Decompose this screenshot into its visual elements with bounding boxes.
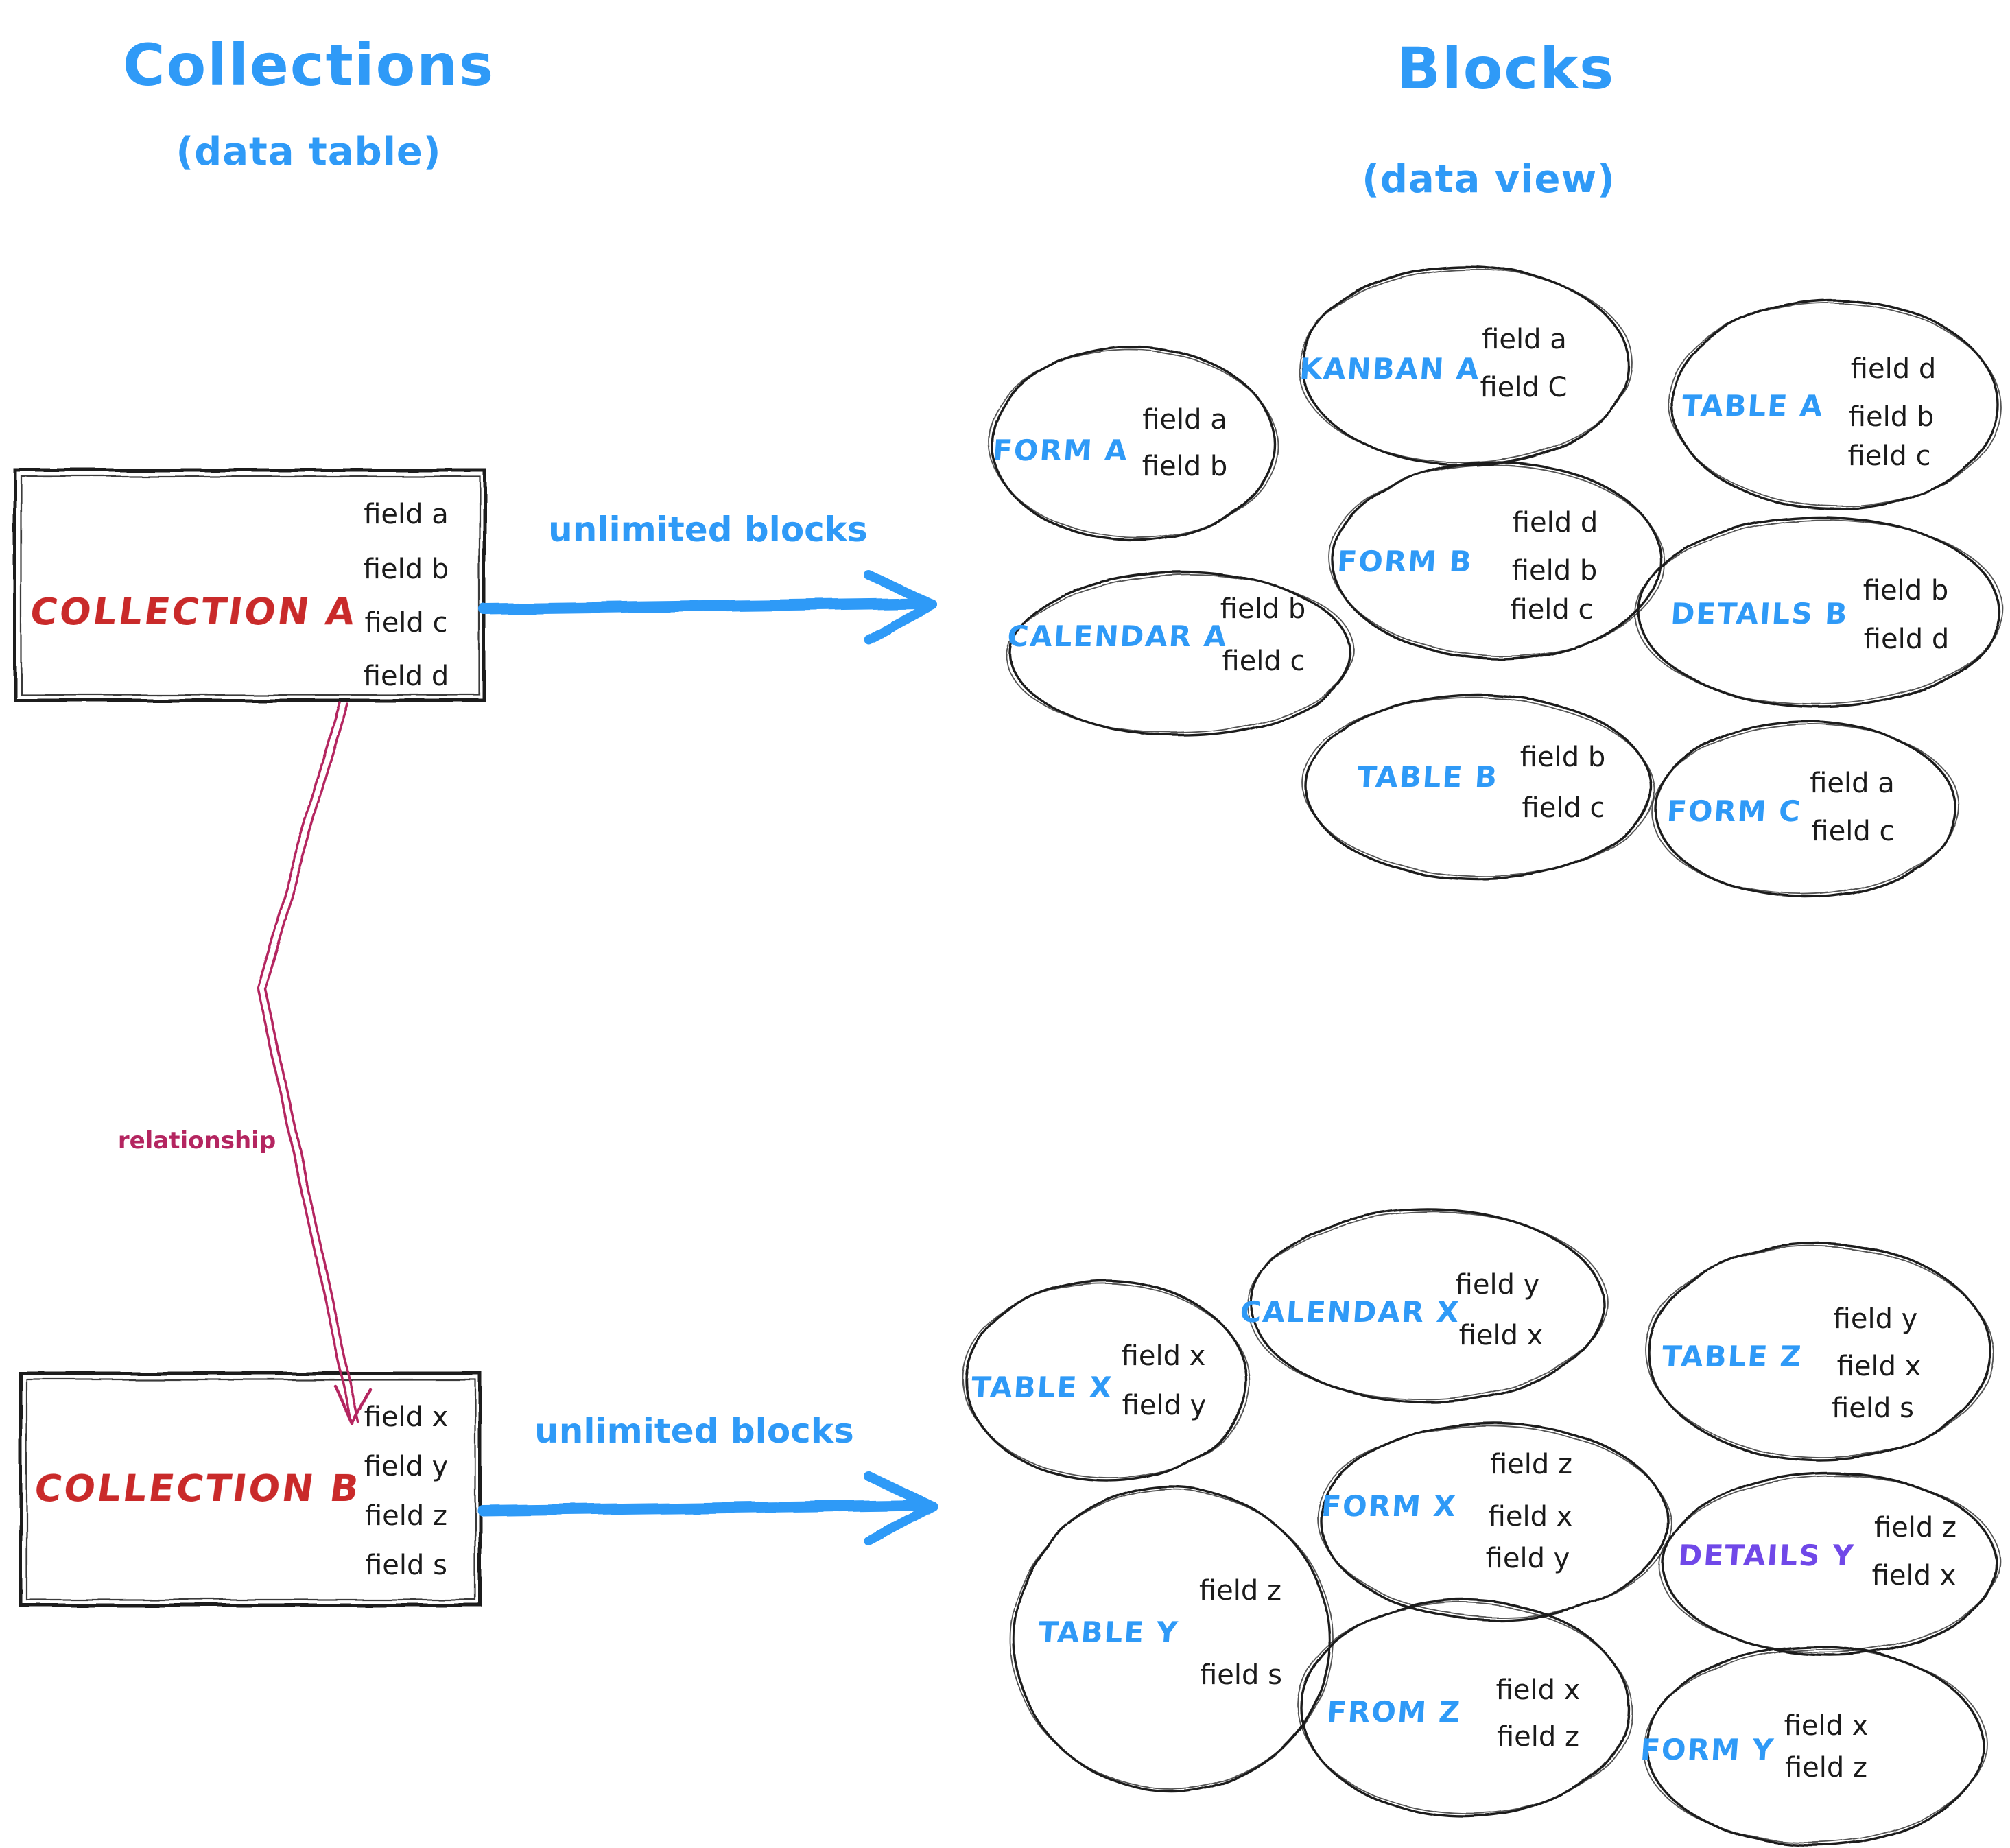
- block-field: field x: [1784, 1710, 1869, 1742]
- block-ellipse-form-a: [988, 346, 1279, 542]
- block-ellipse-form-c: [1651, 720, 1960, 899]
- block-label-form-y: FORM Y: [1639, 1733, 1776, 1766]
- block-ellipse-from-z: [1297, 1598, 1632, 1818]
- block-label-details-y: DETAILS Y: [1677, 1539, 1856, 1572]
- block-field: field C: [1480, 372, 1568, 403]
- arrow-collection-b-to-blocks: [477, 1471, 938, 1545]
- block-field: field s: [1832, 1393, 1914, 1424]
- arrow-b-label: unlimited blocks: [534, 1411, 854, 1451]
- block-ellipse-calendar-x: [1247, 1208, 1608, 1403]
- block-field: field c: [1510, 594, 1594, 626]
- block-field: field d: [1512, 507, 1598, 538]
- collection-a-box: [13, 468, 486, 702]
- collection-b-field: field z: [364, 1500, 448, 1532]
- block-field: field s: [1200, 1659, 1282, 1691]
- block-label-details-b: DETAILS B: [1669, 597, 1850, 630]
- block-field: field z: [1784, 1752, 1868, 1784]
- block-ellipse-table-x: [962, 1280, 1251, 1482]
- block-field: field z: [1873, 1512, 1957, 1543]
- block-field: field z: [1198, 1575, 1282, 1607]
- right-column-title: Blocks: [1396, 35, 1616, 102]
- left-column-title: Collections: [122, 32, 495, 99]
- collection-a-name: COLLECTION A: [27, 590, 360, 633]
- block-field: field a: [1810, 768, 1895, 799]
- block-field: field d: [1863, 624, 1950, 655]
- arrow-collection-a-to-blocks: [479, 570, 938, 644]
- block-field: field d: [1850, 353, 1937, 385]
- block-ellipse-details-y: [1659, 1472, 2000, 1656]
- arrow-a-label: unlimited blocks: [548, 510, 868, 549]
- block-field: field c: [1522, 792, 1605, 824]
- block-field: field b: [1142, 451, 1228, 482]
- block-label-table-b: TABLE B: [1356, 760, 1500, 794]
- block-field: field y: [1485, 1543, 1570, 1574]
- block-field: field a: [1482, 324, 1567, 355]
- block-field: field x: [1121, 1340, 1206, 1372]
- block-label-from-z: FROM Z: [1325, 1695, 1463, 1729]
- block-label-form-b: FORM B: [1336, 545, 1474, 578]
- block-field: field x: [1871, 1560, 1956, 1591]
- block-label-table-x: TABLE X: [970, 1371, 1114, 1404]
- right-column-subtitle: (data view): [1362, 157, 1616, 202]
- block-ellipse-form-y: [1642, 1645, 1987, 1847]
- collection-b-field: field y: [364, 1451, 449, 1482]
- block-ellipse-form-x: [1317, 1422, 1671, 1621]
- block-field: field y: [1455, 1269, 1540, 1301]
- block-field: field x: [1458, 1320, 1544, 1351]
- block-field: field y: [1833, 1303, 1918, 1335]
- block-label-table-z: TABLE Z: [1661, 1340, 1804, 1373]
- collection-a-field: field c: [364, 607, 448, 639]
- collection-a-field: field a: [364, 499, 449, 530]
- block-field: field c: [1222, 645, 1305, 677]
- block-label-form-x: FORM X: [1320, 1489, 1458, 1523]
- collection-b-name: COLLECTION B: [32, 1467, 364, 1510]
- block-label-kanban-a: KANBAN A: [1298, 352, 1482, 386]
- block-label-form-c: FORM C: [1666, 794, 1803, 828]
- block-ellipse-table-a: [1668, 299, 2002, 510]
- collection-b-box: [19, 1371, 482, 1607]
- block-label-calendar-x: CALENDAR X: [1238, 1295, 1462, 1329]
- block-label-calendar-a: CALENDAR A: [1006, 619, 1229, 653]
- collection-a-field: field b: [363, 554, 449, 585]
- block-field: field y: [1122, 1390, 1207, 1421]
- block-field: field c: [1847, 440, 1931, 472]
- block-ellipse-calendar-a: [1006, 571, 1355, 737]
- left-column-subtitle: (data table): [176, 130, 442, 174]
- block-ellipse-details-b: [1635, 516, 2004, 708]
- block-field: field c: [1811, 816, 1895, 847]
- block-field: field b: [1520, 742, 1606, 773]
- block-field: field x: [1488, 1501, 1573, 1532]
- block-field: field z: [1496, 1721, 1580, 1753]
- collection-a-field: field d: [363, 661, 449, 692]
- block-label-table-y: TABLE Y: [1037, 1615, 1180, 1649]
- block-field: field x: [1836, 1351, 1922, 1382]
- block-field: field b: [1511, 555, 1598, 587]
- collection-b-field: field x: [364, 1401, 449, 1433]
- block-label-table-a: TABLE A: [1681, 389, 1825, 423]
- block-ellipse-table-y: [1010, 1486, 1334, 1793]
- block-field: field z: [1489, 1449, 1573, 1480]
- block-field: field a: [1142, 404, 1227, 436]
- block-field: field b: [1863, 575, 1949, 606]
- block-ellipse-table-z: [1644, 1242, 1994, 1462]
- relationship-arrow: [257, 701, 373, 1426]
- block-field: field x: [1495, 1674, 1581, 1706]
- block-label-form-a: FORM A: [991, 434, 1130, 467]
- block-ellipse-table-b: [1302, 694, 1655, 880]
- relationship-label: relationship: [117, 1127, 276, 1154]
- block-field: field b: [1220, 593, 1306, 625]
- block-field: field b: [1848, 401, 1935, 433]
- collection-b-field: field s: [365, 1550, 447, 1581]
